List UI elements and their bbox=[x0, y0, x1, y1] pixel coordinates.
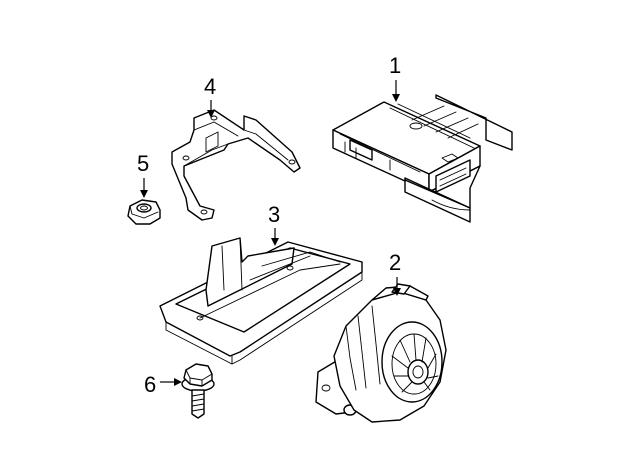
arrow-head bbox=[271, 238, 279, 246]
callout-6: 6 bbox=[144, 372, 182, 397]
callout-label-2: 2 bbox=[389, 250, 401, 275]
callout-label-1: 1 bbox=[389, 53, 401, 78]
callout-2: 2 bbox=[389, 250, 401, 296]
callout-1: 1 bbox=[389, 53, 401, 102]
callout-label-5: 5 bbox=[137, 151, 149, 176]
arrow-head bbox=[393, 288, 401, 296]
callout-label-6: 6 bbox=[144, 372, 156, 397]
part-5-hex-nut bbox=[127, 199, 161, 225]
callout-3: 3 bbox=[268, 202, 280, 246]
part-4-bracket bbox=[171, 109, 301, 221]
part-2-horn bbox=[315, 283, 447, 423]
arrow-head bbox=[392, 94, 400, 102]
arrow-head bbox=[207, 110, 215, 118]
callout-label-3: 3 bbox=[268, 202, 280, 227]
part-6-bolt bbox=[181, 363, 215, 419]
part-3-tray bbox=[159, 237, 363, 365]
arrow-head bbox=[140, 190, 148, 198]
callout-5: 5 bbox=[137, 151, 149, 198]
arrow-head bbox=[174, 378, 182, 386]
callout-4: 4 bbox=[204, 74, 216, 118]
part-1-control-module bbox=[332, 94, 513, 223]
callout-label-4: 4 bbox=[204, 74, 216, 99]
